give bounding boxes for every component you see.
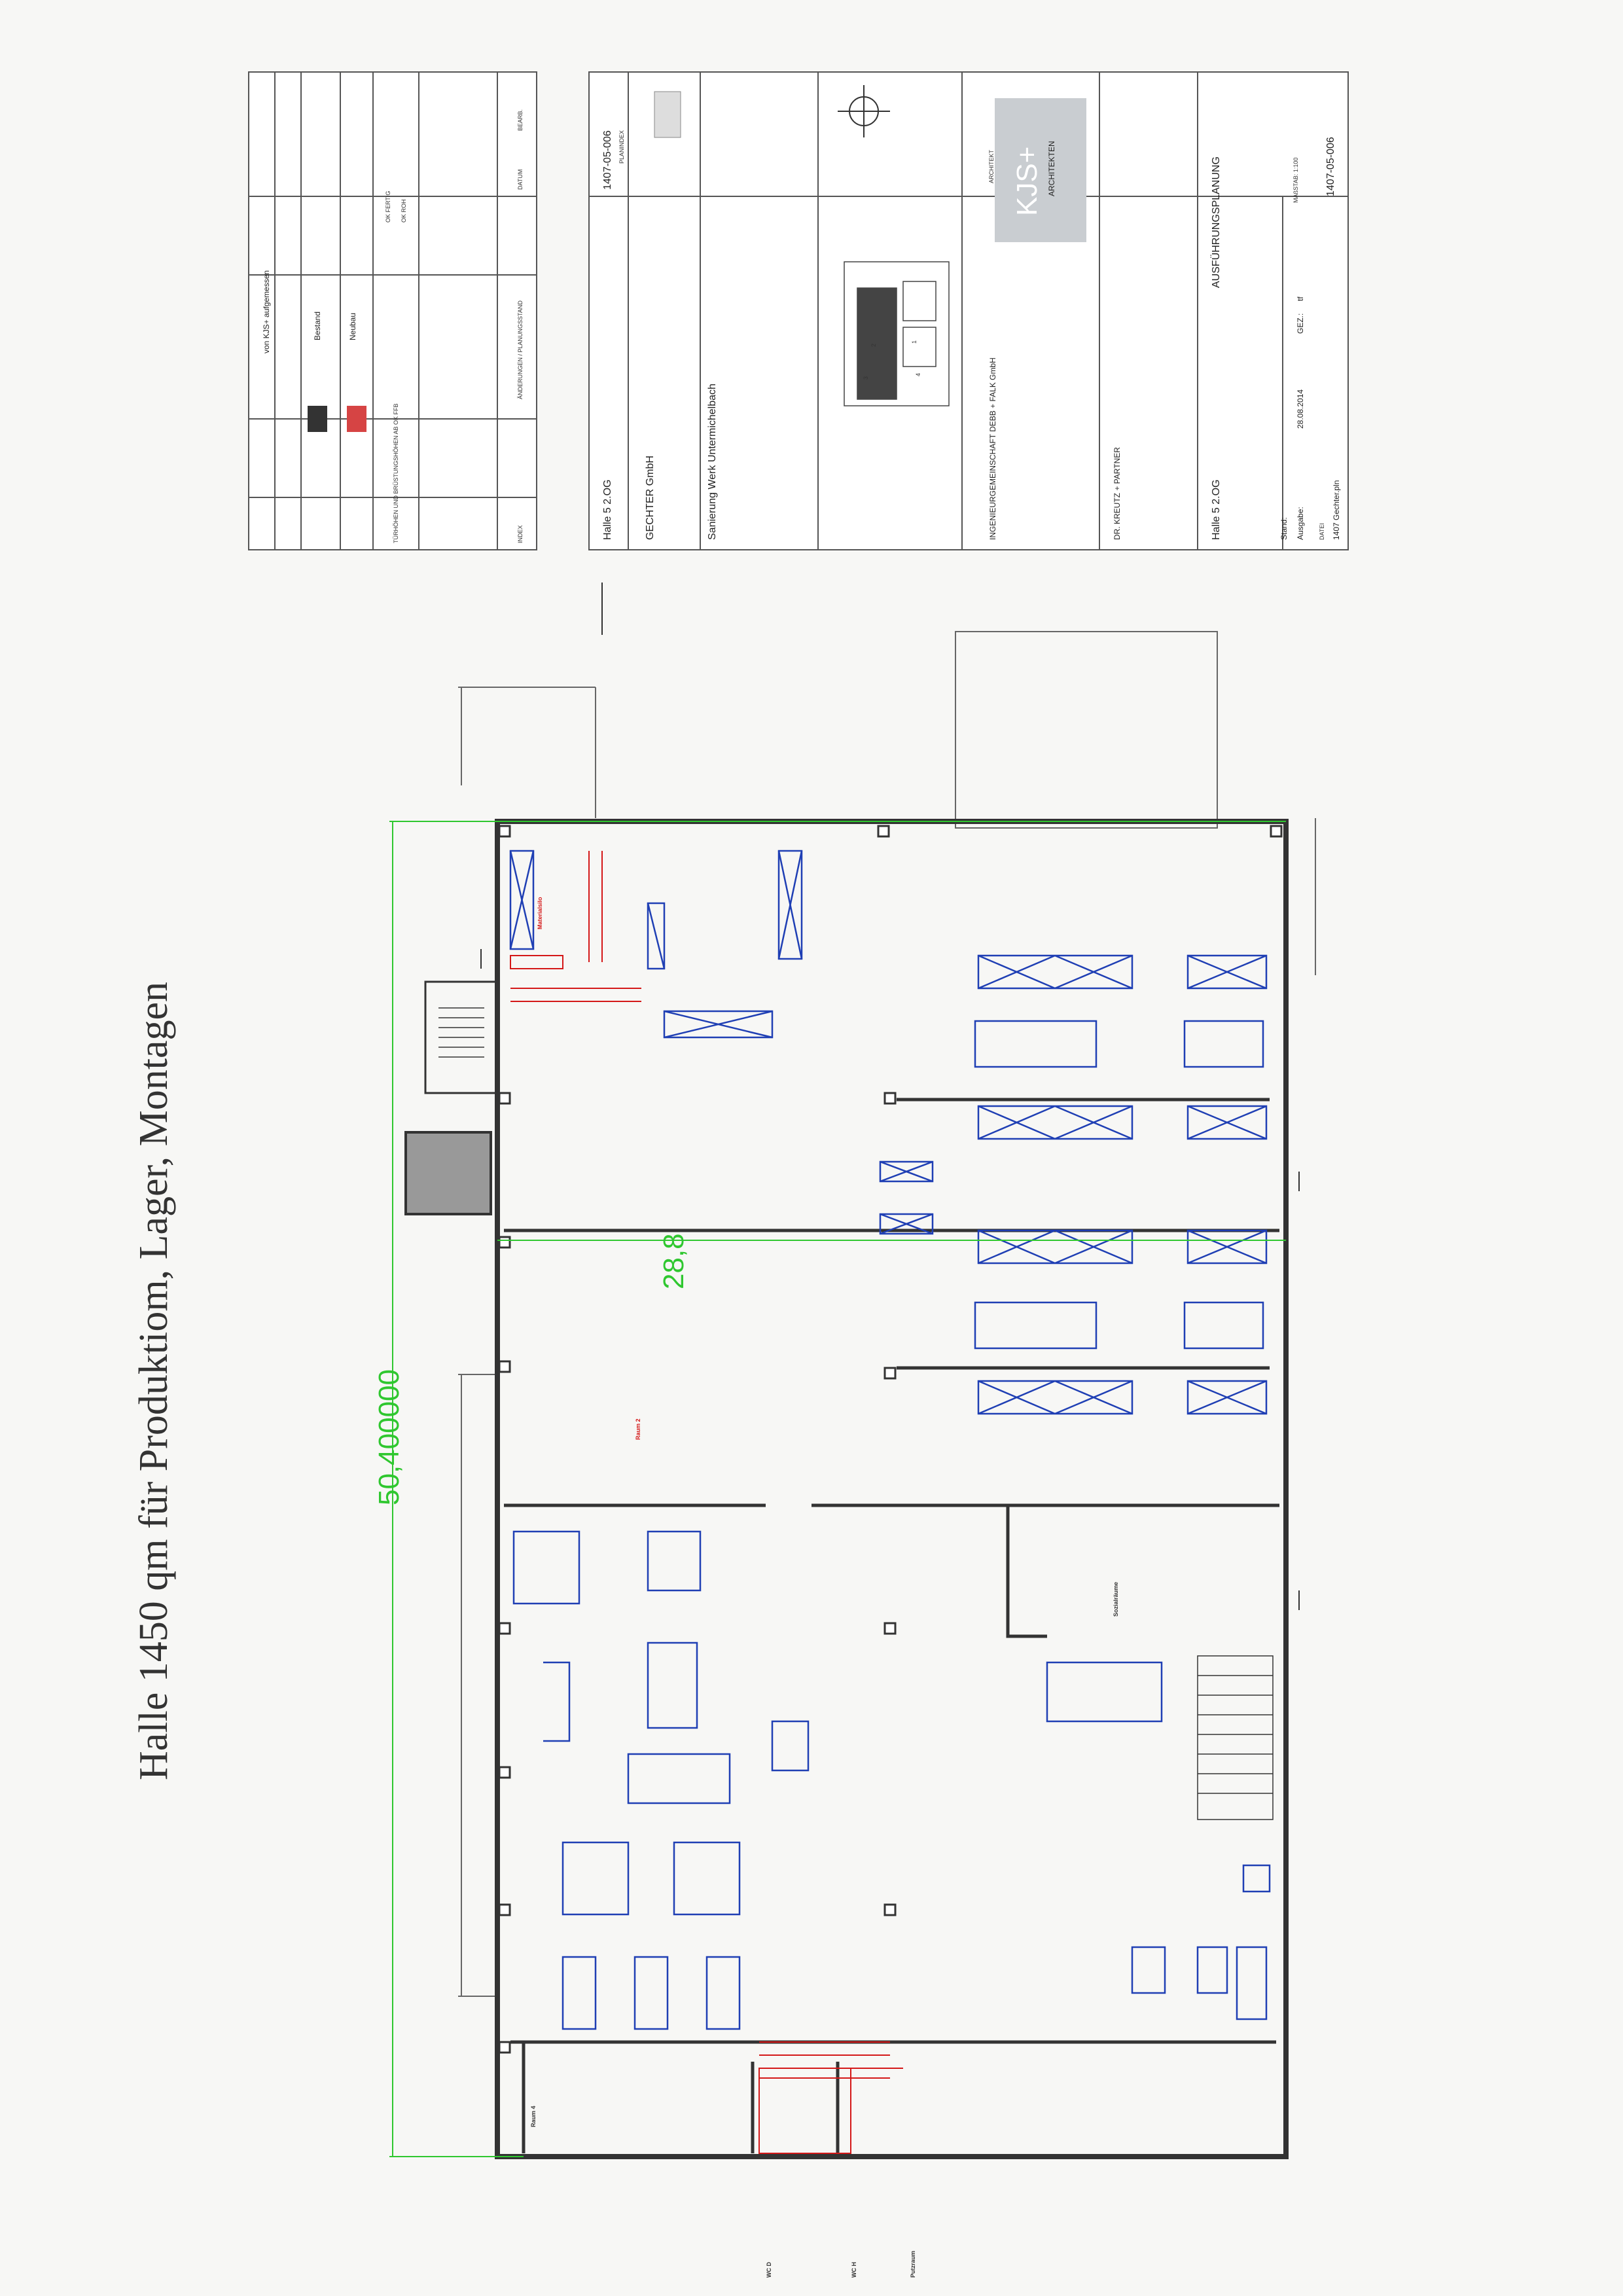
room-wc-d: WC D xyxy=(766,2262,772,2278)
tb-datei-label: DATEI xyxy=(1319,523,1325,540)
benches xyxy=(512,1020,1271,2030)
legend-swatch-new xyxy=(347,406,366,432)
tb-architect-label: ARCHITEKT xyxy=(988,149,995,183)
architect-logo-box xyxy=(995,98,1086,242)
legend-footer-datum: DATUM xyxy=(517,169,524,190)
section-marks xyxy=(480,583,1300,1610)
tb-client: GECHTER GmbH xyxy=(645,456,656,540)
tb-datei: 1407 Gechter.pln xyxy=(1332,480,1341,540)
dim-width: 28,8 xyxy=(658,1233,690,1289)
room-raum-2: Raum 2 xyxy=(635,1418,641,1440)
legend-ok-roh: OK ROH xyxy=(401,199,407,223)
tb-site-3: 3 xyxy=(863,376,869,380)
tb-phase: AUSFÜHRUNGSPLANUNG xyxy=(1211,156,1222,288)
title-block xyxy=(588,71,1349,550)
tb-hall: Halle 5 2.OG xyxy=(602,479,613,540)
tb-stand-label: Stand: xyxy=(1279,517,1289,540)
room-raum-4: Raum 4 xyxy=(530,2106,537,2127)
tb-hall-bottom: Halle 5 2.OG xyxy=(1211,479,1222,540)
tb-architect-brand: KJS+ xyxy=(1011,146,1043,216)
tb-engineer: INGENIEURGEMEINSCHAFT DEBB + FALK GmbH xyxy=(988,357,997,540)
logo-placeholder xyxy=(654,91,681,138)
tb-site-4: 4 xyxy=(915,372,921,376)
staircase-top xyxy=(424,980,499,1094)
tb-massstab: MAßSTAB: 1:100 xyxy=(1293,157,1299,203)
tb-architect-sub: ARCHITEKTEN xyxy=(1047,141,1056,196)
tb-gez: tf xyxy=(1296,296,1305,301)
tb-ausgabe-label: Ausgabe: xyxy=(1296,507,1305,540)
legend-label-bestand: Bestand xyxy=(313,311,322,340)
legend-footer-index: INDEX xyxy=(517,525,524,543)
shaft xyxy=(404,1131,492,1215)
legend-label-aufgemessen: von KJS+ aufgemessen xyxy=(262,270,271,353)
site-plan xyxy=(844,261,950,406)
tb-gez-label: GEZ.: xyxy=(1296,313,1305,334)
dimension-lines xyxy=(389,821,1286,2157)
tb-site-1: 1 xyxy=(911,340,918,344)
tb-engineer2: DR. KREUTZ + PARTNER xyxy=(1113,447,1122,540)
legend-footer-changes: ÄNDERUNGEN / PLANUNGSSTAND xyxy=(517,300,524,399)
room-wc-h: WC H xyxy=(851,2262,857,2278)
red-new-work xyxy=(510,851,903,2154)
surroundings xyxy=(458,631,1316,1997)
shelving-racks xyxy=(509,850,1268,1415)
north-arrow xyxy=(838,85,890,137)
tb-date: 28.08.2014 xyxy=(1296,389,1305,429)
tb-planindex-label: PLANINDEX xyxy=(618,130,625,164)
legend-notes: TÜRHÖHEN UND BRÜSTUNGSHÖHEN AB OK FFB xyxy=(393,403,399,543)
legend-box xyxy=(248,71,537,550)
legend-ok-fertig: OK FERTIG xyxy=(385,190,391,223)
legend-label-neubau: Neubau xyxy=(348,312,357,340)
room-materialsilo: Materialsilo xyxy=(537,897,543,929)
interior-walls xyxy=(504,1098,1279,2153)
room-putzraum: Putzraum xyxy=(910,2250,916,2278)
room-sozialraeume: Sozialräume xyxy=(1113,1581,1119,1617)
staircase-bottom xyxy=(1197,1655,1274,1820)
legend-footer-bearb: BEARB. xyxy=(517,109,524,131)
dim-length: 50,400000 xyxy=(373,1369,405,1505)
tb-site-2: 2 xyxy=(870,343,877,347)
tb-plan-no-bottom: 1407-05-006 xyxy=(1325,137,1336,196)
building-walls xyxy=(495,819,1289,2159)
tb-project: Sanierung Werk Untermichelbach xyxy=(707,384,718,540)
page-heading: Halle 1450 qm für Produktiom, Lager, Mon… xyxy=(132,981,176,1780)
columns xyxy=(498,825,1283,2054)
legend-swatch-existing xyxy=(308,406,327,432)
tb-plan-no-top: 1407-05-006 xyxy=(602,130,613,190)
